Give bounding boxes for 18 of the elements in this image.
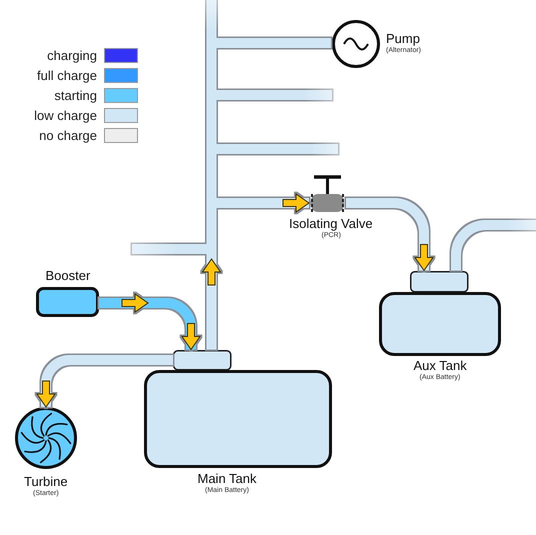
legend-label: no charge xyxy=(39,129,97,142)
pipe xyxy=(132,244,206,254)
component-label: Turbine xyxy=(24,475,68,488)
legend-label: charging xyxy=(47,49,97,62)
component-label: Main Tank xyxy=(198,472,257,485)
pipe xyxy=(346,198,434,271)
component-label: Booster xyxy=(46,269,90,282)
legend-label: starting xyxy=(54,89,97,102)
pipe xyxy=(99,293,200,350)
legend-label: full charge xyxy=(37,69,97,82)
component-label: Isolating Valve xyxy=(289,217,373,230)
pipe xyxy=(216,38,331,48)
pipe xyxy=(216,194,310,212)
legend-label: low charge xyxy=(34,109,97,122)
pipe xyxy=(36,355,173,408)
pipe xyxy=(216,90,332,100)
component-label: Pump xyxy=(386,32,420,45)
component-label: Aux Tank xyxy=(414,359,467,372)
